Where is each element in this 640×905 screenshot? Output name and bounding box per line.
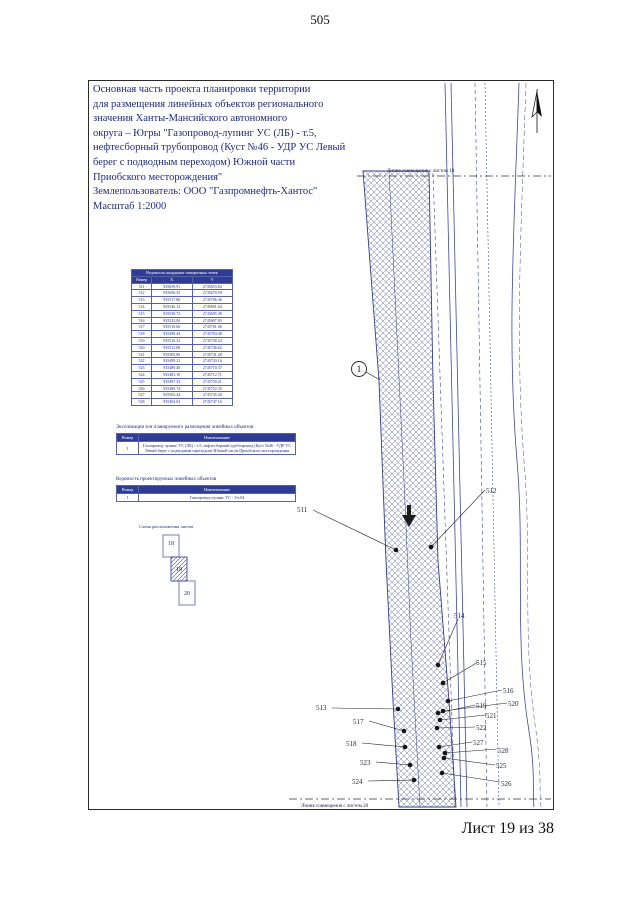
sheet-counter: Лист 19 из 38 <box>461 820 554 837</box>
map-point-label: 512 <box>486 487 497 495</box>
map-point-label: 518 <box>346 740 357 748</box>
map-point-label: 524 <box>352 778 363 786</box>
coords-header-x: X <box>151 275 193 284</box>
zone-number-label: 1 <box>357 364 362 374</box>
map-point-label: 523 <box>360 759 371 767</box>
sheet-scheme: 18 19 20 <box>162 534 196 606</box>
match-line-bottom-label: Линия совмещения с листом 20 <box>301 804 369 809</box>
coordinates-table-title: Ведомость координат поворотных точек <box>131 269 233 277</box>
leader-lines <box>312 489 508 783</box>
map-point-label: 516 <box>503 687 514 695</box>
sheet-frame: Линия совмещения с листом 18 Линия совме… <box>88 80 554 810</box>
map-point-label: 517 <box>353 718 364 726</box>
adjacent-corridor-lines <box>432 82 542 808</box>
survey-point-dots <box>393 544 451 783</box>
map-point-label: 519 <box>476 702 487 710</box>
flow-arrow-icon <box>402 505 416 527</box>
legend2-header-number: Номер <box>116 485 139 494</box>
map-point-label: 515 <box>476 659 487 667</box>
map-point-label: 525 <box>496 762 507 770</box>
north-arrow-icon <box>531 89 542 133</box>
scheme-sheet-19-label: 19 <box>176 567 182 573</box>
coords-header-y: Y <box>191 275 233 284</box>
legend1-header-name: Наименование <box>138 433 296 442</box>
map-point-label: 526 <box>501 780 512 788</box>
pipeline-corridor-band <box>362 170 457 808</box>
map-point-label: 521 <box>486 712 497 720</box>
legend2-caption: Ведомость проектируемых линейных объекто… <box>116 477 217 482</box>
page-number: 505 <box>310 12 330 27</box>
coords-header-number: Номер <box>131 275 152 284</box>
legend1-caption: Экспликация зон планируемого размещения … <box>116 425 254 430</box>
map-point-label: 514 <box>454 612 465 620</box>
coordinates-table: Ведомость координат поворотных точек Ном… <box>131 269 233 406</box>
map-point-label: 527 <box>473 739 484 747</box>
map-point-label: 528 <box>498 747 509 755</box>
scheme-sheet-20-label: 20 <box>184 591 190 597</box>
map-point-label: 511 <box>297 506 308 514</box>
map-point-label: 513 <box>316 704 327 712</box>
sheet-scheme-caption: Схема расположения листов <box>139 524 194 529</box>
legend2-header-name: Наименование <box>138 485 296 494</box>
point-labels: 511 512 513 514 515 516 517 518 519 520 … <box>297 487 519 788</box>
scheme-sheet-20 <box>178 580 196 606</box>
map-point-label: 522 <box>476 724 487 732</box>
legend1-header-number: Номер <box>116 433 139 442</box>
map-point-label: 520 <box>508 700 519 708</box>
river-line <box>511 82 535 808</box>
scheme-sheet-18-label: 18 <box>168 541 174 547</box>
map-drawing: Линия совмещения с листом 18 Линия совме… <box>289 82 551 809</box>
title-block: Основная часть проекта планировки террит… <box>93 84 346 212</box>
match-line-top-label: Линия совмещения с листом 18 <box>387 169 455 174</box>
zone-number-badge: 1 <box>351 361 381 381</box>
